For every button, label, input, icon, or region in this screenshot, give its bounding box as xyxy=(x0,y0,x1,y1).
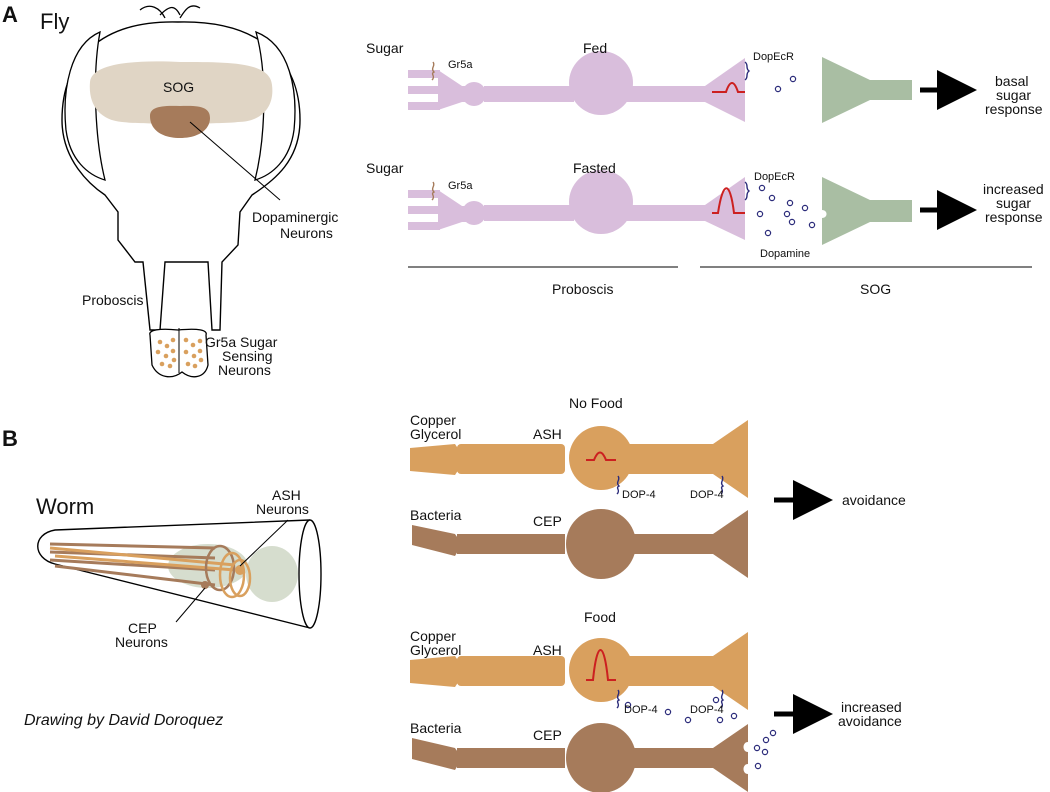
fed-stimulus: Sugar xyxy=(366,40,404,56)
fasted-output-2: sugar xyxy=(996,195,1031,211)
food-ash-stimulus-2: Glycerol xyxy=(410,642,461,658)
fed-output-2: sugar xyxy=(996,87,1031,103)
fly-head-drawing xyxy=(61,5,301,378)
food-ash-stimulus-1: Copper xyxy=(410,628,456,644)
food-dop4-1: DOP-4 xyxy=(624,704,658,716)
sog-label: SOG xyxy=(163,79,194,95)
dopaminergic-label-2: Neurons xyxy=(280,225,333,241)
fasted-output-1: increased xyxy=(983,181,1044,197)
food-cep-stimulus: Bacteria xyxy=(410,720,462,736)
food-ash-name: ASH xyxy=(533,642,562,658)
fed-output-1: basal xyxy=(995,73,1028,89)
region-sog-label: SOG xyxy=(860,281,891,297)
gr5a-label-1: Gr5a Sugar xyxy=(205,334,278,350)
fasted-dop-receptor: DopEcR xyxy=(754,171,795,183)
worm-title: Worm xyxy=(36,494,94,519)
no-food-ash-stimulus-1: Copper xyxy=(410,412,456,428)
no-food-cep-name: CEP xyxy=(533,513,562,529)
ash-neurons-label-1: ASH xyxy=(272,487,301,503)
drawing-credit: Drawing by David Doroquez xyxy=(24,712,223,729)
gr5a-label-2: Sensing xyxy=(222,348,273,364)
fly-circuit-fasted xyxy=(408,170,977,245)
dopaminergic-label-1: Dopaminergic xyxy=(252,209,338,225)
cep-circuit-no-food xyxy=(412,509,748,579)
fed-output-3: response xyxy=(985,101,1043,117)
fed-receptor: Gr5a xyxy=(448,59,473,71)
fasted-receptor: Gr5a xyxy=(448,180,473,192)
worm-drawing xyxy=(37,519,322,629)
fed-dop-receptor: DopEcR xyxy=(753,51,794,63)
gr5a-label-3: Neurons xyxy=(218,362,271,378)
region-proboscis-label: Proboscis xyxy=(552,281,613,297)
food-output-1: increased xyxy=(841,699,902,715)
fly-title: Fly xyxy=(40,9,69,34)
no-food-output: avoidance xyxy=(842,492,906,508)
cep-circuit-food xyxy=(412,723,777,792)
fasted-output-3: response xyxy=(985,209,1043,225)
food-dop4-2: DOP-4 xyxy=(690,704,724,716)
no-food-dop4-1: DOP-4 xyxy=(622,489,656,501)
ash-circuit-no-food xyxy=(410,420,748,498)
proboscis-label: Proboscis xyxy=(82,292,143,308)
ash-circuit-food xyxy=(410,632,748,724)
ash-neurons-label-2: Neurons xyxy=(256,501,309,517)
fed-condition: Fed xyxy=(583,40,607,56)
no-food-dop4-2: DOP-4 xyxy=(690,489,724,501)
fly-circuit-fed xyxy=(408,51,977,123)
panel-b-letter: B xyxy=(2,426,18,451)
no-food-condition: No Food xyxy=(569,395,623,411)
no-food-cep-stimulus: Bacteria xyxy=(410,507,462,523)
panel-a-letter: A xyxy=(2,2,18,27)
no-food-ash-name: ASH xyxy=(533,426,562,442)
cep-neurons-label-2: Neurons xyxy=(115,634,168,650)
fasted-stimulus: Sugar xyxy=(366,160,404,176)
fasted-condition: Fasted xyxy=(573,160,616,176)
food-condition: Food xyxy=(584,609,616,625)
food-cep-name: CEP xyxy=(533,727,562,743)
cep-neurons-label-1: CEP xyxy=(128,620,157,636)
no-food-ash-stimulus-2: Glycerol xyxy=(410,426,461,442)
food-output-2: avoidance xyxy=(838,713,902,729)
dopamine-label: Dopamine xyxy=(760,248,810,260)
